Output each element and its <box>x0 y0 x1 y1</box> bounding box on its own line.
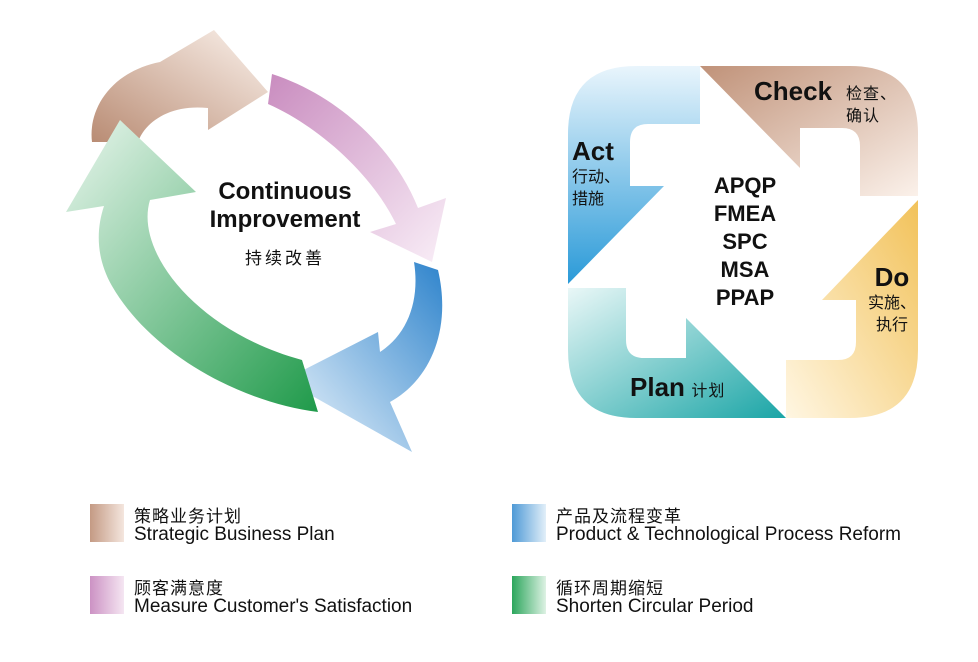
tool-ppap: PPAP <box>715 285 775 310</box>
pdca-arrow-act <box>568 66 700 284</box>
legend-cn: 顾客满意度 <box>134 579 224 599</box>
legend-swatch-green <box>512 576 546 614</box>
legend-item-satisfaction: 顾客满意度 Measure Customer's Satisfaction <box>90 574 510 617</box>
do-cn-line2: 执行 <box>875 315 908 334</box>
legend-en: Shorten Circular Period <box>556 596 754 617</box>
cycle-title-line2: Improvement <box>209 206 361 233</box>
legend-item-reform: 产品及流程变革 Product & Technological Process … <box>512 502 932 545</box>
tool-msa: MSA <box>720 257 770 282</box>
legend-swatch-pink <box>90 576 124 614</box>
plan-cn: 计划 <box>691 381 726 400</box>
pdca-arrow-plan <box>568 288 786 418</box>
plan-label: Plan <box>630 372 685 402</box>
check-label: Check <box>754 76 833 106</box>
legend-cn: 产品及流程变革 <box>556 507 682 527</box>
tool-apqp: APQP <box>713 173 777 198</box>
legend-item-strategic: 策略业务计划 Strategic Business Plan <box>90 502 510 545</box>
pdca-act-label: Act 行动、 措施 <box>572 136 636 210</box>
legend-cn: 循环周期缩短 <box>556 579 664 599</box>
pdca-do-label: Do 实施、 执行 <box>862 262 922 336</box>
legend-cn: 策略业务计划 <box>134 507 242 527</box>
cycle-arrows <box>66 30 446 452</box>
tool-spc: SPC <box>722 229 768 254</box>
legend-swatch-blue <box>512 504 546 542</box>
legend-en: Product & Technological Process Reform <box>556 524 901 545</box>
legend-swatch-brown <box>90 504 124 542</box>
act-cn-line1: 行动、 <box>572 167 621 186</box>
tool-fmea: FMEA <box>713 201 777 226</box>
pdca-tools: APQP FMEA SPC MSA PPAP <box>690 172 800 312</box>
cycle-title: Continuous Improvement 持续改善 <box>180 178 390 269</box>
do-cn-line1: 实施、 <box>867 293 916 312</box>
cycle-arrow-green <box>66 120 318 412</box>
pdca-cycle <box>568 66 918 418</box>
legend-item-period: 循环周期缩短 Shorten Circular Period <box>512 574 932 617</box>
cycle-arrow-brown <box>91 30 268 142</box>
legend-en: Measure Customer's Satisfaction <box>134 596 413 617</box>
pdca-arrow-check <box>700 66 918 196</box>
cycle-arrow-pink <box>268 74 446 262</box>
act-label: Act <box>572 136 614 166</box>
act-cn-line2: 措施 <box>572 189 605 208</box>
legend-en: Strategic Business Plan <box>134 524 335 545</box>
cycle-title-cn: 持续改善 <box>245 249 325 269</box>
check-cn-line1: 检查、 <box>846 84 898 103</box>
do-label: Do <box>874 262 910 292</box>
cycle-title-line1: Continuous <box>218 178 352 205</box>
cycle-arrow-blue <box>284 262 443 452</box>
pdca-arrow-do <box>786 200 918 418</box>
pdca-plan-label: Plan 计划 <box>630 372 725 403</box>
check-cn-line2: 确认 <box>846 106 881 125</box>
